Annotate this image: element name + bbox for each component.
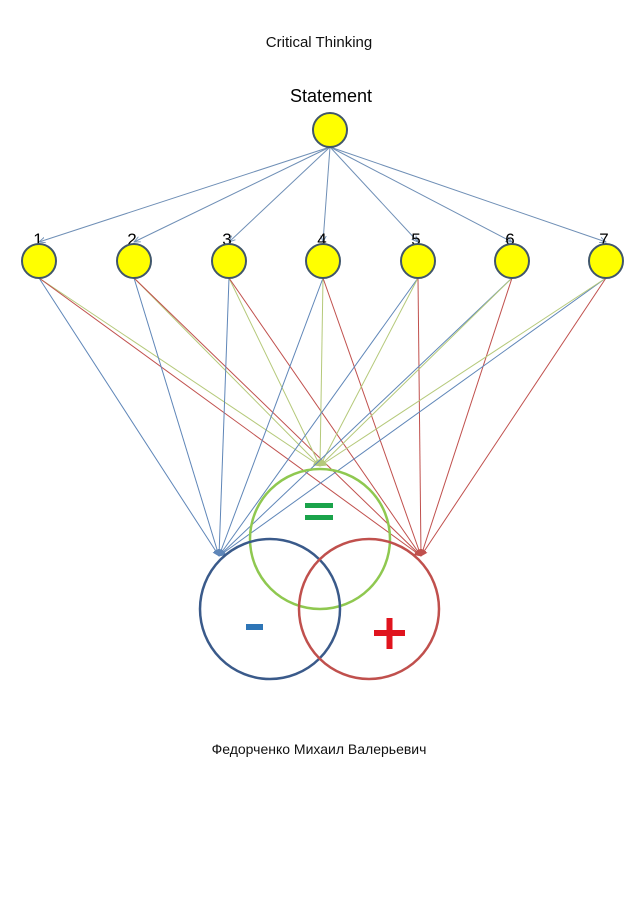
node-4-circle <box>305 243 341 279</box>
node-5: 5 <box>400 230 436 279</box>
edge-node-2-to-equal <box>133 277 321 467</box>
node-6: 6 <box>494 230 530 279</box>
equal-circle <box>248 467 392 611</box>
edge-node-1-to-equal <box>38 277 321 467</box>
node-5-label: 5 <box>411 230 420 249</box>
node-7: 7 <box>588 230 624 279</box>
edge-node-3-to-equal <box>228 277 321 467</box>
root-node <box>312 112 348 148</box>
minus-circle <box>198 537 342 681</box>
node-1: 1 <box>21 230 57 279</box>
edge-node-4-to-equal <box>316 277 324 467</box>
equal-symbol-bar-bottom <box>305 515 333 520</box>
edge-node-3-to-plus <box>228 277 422 557</box>
node-3-label: 3 <box>222 230 231 249</box>
node-4-label: 4 <box>317 230 326 249</box>
node-1-label: 1 <box>33 230 42 249</box>
edge-node-7-to-equal <box>319 277 607 467</box>
edge-node-7-to-plus <box>420 277 607 557</box>
edge-root-to-node-4 <box>323 146 331 242</box>
node-6-label: 6 <box>505 230 514 249</box>
edge-node-2-to-plus <box>133 277 422 557</box>
edge-node-6-to-plus <box>419 277 513 557</box>
equal-symbol-bar-top <box>305 503 333 508</box>
node-7-circle <box>588 243 624 279</box>
edge-node-2-to-minus <box>133 277 221 557</box>
page-title: Critical Thinking <box>265 34 373 51</box>
edge-root-to-node-7 <box>329 146 606 242</box>
edges-group <box>38 146 607 557</box>
edge-node-1-to-minus <box>38 277 220 557</box>
edge-root-to-node-1 <box>39 146 331 242</box>
edge-root-to-node-3 <box>229 146 331 242</box>
node-2-circle <box>116 243 152 279</box>
node-1-circle <box>21 243 57 279</box>
root-label: Statement <box>290 86 372 106</box>
node-5-circle <box>400 243 436 279</box>
author-name: Федорченко Михаил Валерьевич <box>211 741 427 757</box>
edge-node-7-to-minus <box>218 277 607 557</box>
edge-node-6-to-minus <box>218 277 513 557</box>
plus-circle <box>297 537 441 681</box>
edge-node-5-to-minus <box>218 277 419 557</box>
plus-symbol-vertical <box>386 618 393 649</box>
node-2: 2 <box>116 230 152 279</box>
node-6-circle <box>494 243 530 279</box>
node-4: 4 <box>305 230 341 279</box>
node-2-label: 2 <box>127 230 136 249</box>
edge-node-4-to-minus <box>217 277 324 557</box>
minus-symbol <box>246 624 263 630</box>
edge-node-3-to-minus <box>215 277 230 557</box>
edge-node-1-to-plus <box>38 277 422 557</box>
node-3: 3 <box>211 230 247 279</box>
edge-root-to-node-5 <box>329 146 418 242</box>
node-3-circle <box>211 243 247 279</box>
edge-node-4-to-plus <box>322 277 423 557</box>
edge-root-to-node-2 <box>134 146 331 242</box>
edge-node-5-to-equal <box>319 277 419 467</box>
edge-node-5-to-plus <box>417 277 425 557</box>
edge-node-6-to-equal <box>319 277 513 467</box>
node-7-label: 7 <box>599 230 608 249</box>
edge-root-to-node-6 <box>329 146 512 242</box>
